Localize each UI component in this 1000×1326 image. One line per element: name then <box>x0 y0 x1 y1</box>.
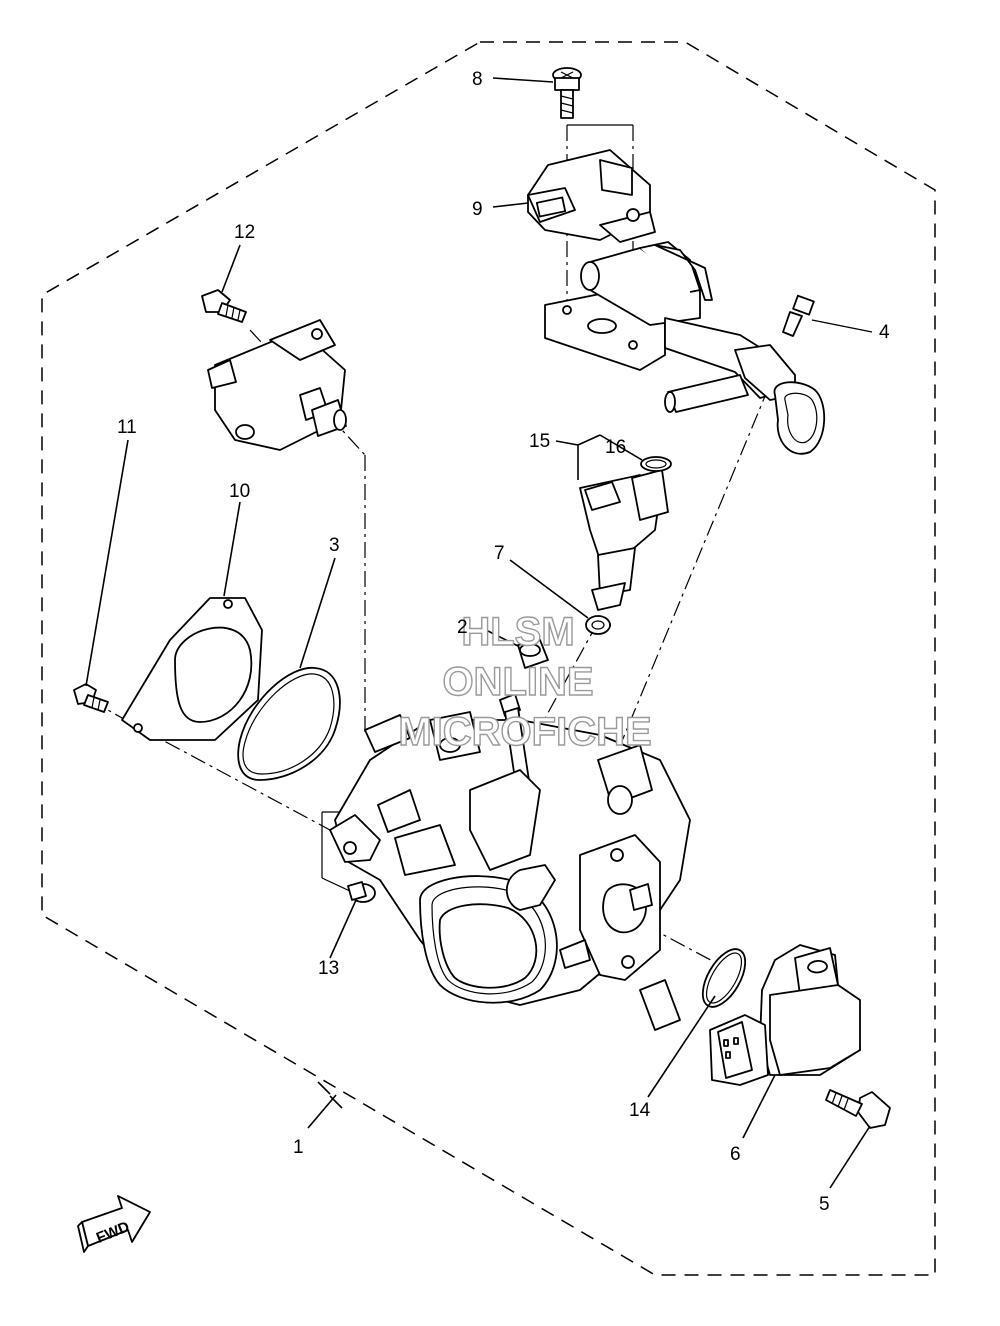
callout-12: 12 <box>234 222 255 243</box>
throttle-body <box>329 693 691 1031</box>
leader-1 <box>307 1081 343 1129</box>
screw-4 <box>782 294 873 337</box>
callout-15: 15 <box>529 431 550 452</box>
callout-5: 5 <box>819 1194 830 1215</box>
callout-6: 6 <box>730 1144 741 1165</box>
assembly-boundary <box>41 41 936 1276</box>
fwd-arrow-icon: FWD <box>77 1195 151 1253</box>
callout-4: 4 <box>879 322 890 343</box>
map-sensor-9 <box>527 149 656 243</box>
watermark-line2: ONLINE <box>442 660 593 704</box>
callout-labels: 8 9 12 4 11 15 16 10 3 7 2 13 14 1 6 5 <box>117 69 890 1215</box>
plug-13 <box>347 881 376 903</box>
bolt-11 <box>73 683 109 713</box>
callout-13: 13 <box>318 958 339 979</box>
callout-1: 1 <box>293 1137 304 1158</box>
callout-2: 2 <box>457 617 468 638</box>
screw-5 <box>825 1089 891 1129</box>
gasket-10 <box>121 597 263 741</box>
o-ring-3 <box>237 667 341 781</box>
callout-8: 8 <box>472 69 483 90</box>
callout-11: 11 <box>117 417 137 438</box>
callout-10: 10 <box>229 481 250 502</box>
joint-2 <box>517 639 549 669</box>
callout-16: 16 <box>605 437 626 458</box>
watermark-line1: HLSM <box>461 610 574 654</box>
watermark-line3: MICROFICHE <box>398 710 651 754</box>
watermark: HLSM ONLINE MICROFICHE <box>398 609 653 754</box>
o-ring-14 <box>701 948 747 1008</box>
callout-3: 3 <box>329 535 340 556</box>
bolt-12 <box>201 289 247 323</box>
fuel-rail <box>544 241 826 455</box>
fuel-injector-15 <box>579 456 672 633</box>
throttle-position-sensor-6 <box>709 944 861 1086</box>
callout-leaders <box>85 77 871 1189</box>
callout-7: 7 <box>494 543 505 564</box>
hose-fitting-7 <box>585 615 611 635</box>
screw-8 <box>552 67 582 119</box>
idle-air-control-unit <box>207 319 347 451</box>
callout-14: 14 <box>629 1100 651 1121</box>
callout-9: 9 <box>472 199 483 220</box>
